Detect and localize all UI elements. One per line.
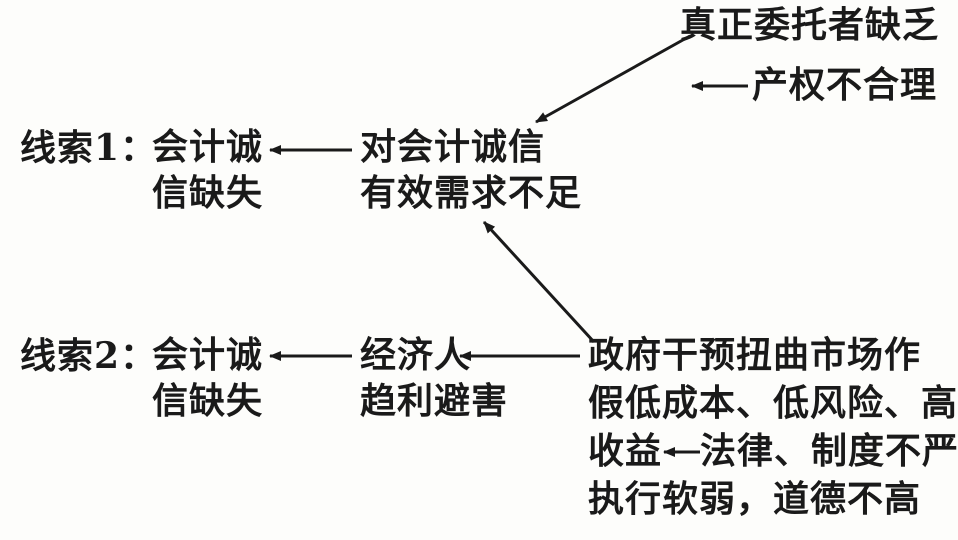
node-legal-weakness-line1: 法律、制度不严， [700, 431, 958, 472]
clue-1-outcome-line2: 信缺失 [152, 173, 264, 214]
clue-1-cause-line1: 对会计诚信 [360, 127, 546, 168]
arrow-principal-to-demand [535, 34, 691, 124]
node-gov-intervention-line3a: 收益 [588, 431, 663, 472]
node-property-rights: 产权不合理 [752, 65, 938, 106]
clue-2-cause-line1: 经济人 [360, 335, 472, 376]
clue-1-label: 线索1： [20, 127, 158, 169]
clue-2-cause-line2: 趋利避害 [360, 381, 509, 422]
node-gov-intervention-line2: 假低成本、低风险、高 [588, 383, 958, 424]
node-gov-intervention-line1: 政府干预扭曲市场作 [588, 335, 922, 376]
clue-2-label: 线索2： [20, 335, 158, 377]
node-principal-missing: 真正委托者缺乏 [680, 5, 940, 46]
clue-1-outcome-line1: 会计诚 [152, 127, 264, 168]
clue-2-outcome-line2: 信缺失 [152, 381, 264, 422]
node-legal-weakness-line2: 执行软弱，道德不高 [588, 479, 922, 520]
arrow-gov-to-demand [482, 220, 596, 344]
clue-2-outcome-line1: 会计诚 [152, 335, 264, 376]
clue-1-cause-line2: 有效需求不足 [360, 173, 583, 214]
